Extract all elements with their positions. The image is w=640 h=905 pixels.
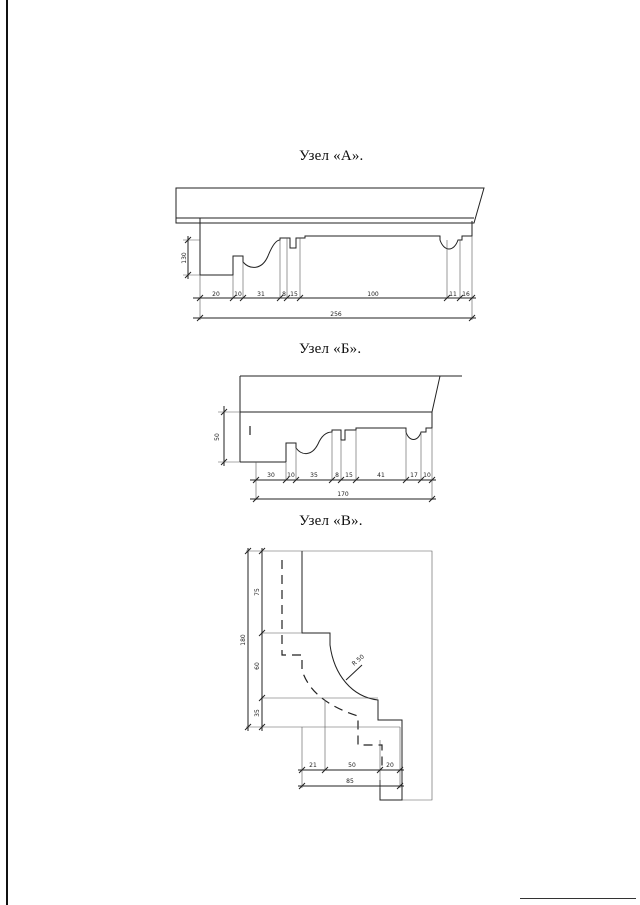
- node-a-slab: [175, 187, 485, 224]
- node-v-dim-1: 21: [309, 762, 317, 769]
- node-v-radius: R 50: [351, 653, 366, 667]
- node-v-block: [302, 550, 433, 801]
- node-b-dim-2: 10: [287, 472, 295, 479]
- node-v-height-low: 35: [254, 709, 261, 717]
- node-a-dim-6: 100: [367, 291, 379, 298]
- node-b-dim-7: 17: [410, 472, 418, 479]
- node-a-dim-2: 10: [234, 291, 242, 298]
- node-v-height-top: 75: [254, 588, 261, 596]
- node-a-dim-5: 15: [290, 291, 298, 298]
- node-b-drawing: 30 10 35 8 15 41 17 10 170 50: [214, 375, 462, 503]
- node-b-overall: 170: [337, 491, 349, 498]
- node-b-dim-4: 8: [335, 472, 339, 479]
- title-node-a: Узел «А».: [299, 148, 364, 164]
- node-v-dim-3: 20: [386, 762, 394, 769]
- page-bottom-rule: [520, 898, 636, 899]
- node-a-overall: 256: [330, 311, 342, 318]
- node-v-profile: [301, 551, 403, 801]
- node-a-dim-7: 11: [449, 291, 457, 298]
- node-b-dim-6: 41: [377, 472, 385, 479]
- node-a-dim-4: 8: [282, 291, 286, 298]
- node-v-radius-leader: [345, 664, 363, 681]
- node-a-height: 130: [181, 252, 188, 264]
- node-v-dim-2: 50: [348, 762, 356, 769]
- node-b-height: 50: [214, 433, 221, 441]
- node-v-height-mid: 60: [254, 662, 261, 670]
- node-a-drawing: 20 10 31 8 15 100 11 16 256 130: [175, 187, 485, 322]
- node-v-drawing: R 50 180 75 60 35 21 50 20 85: [240, 547, 433, 801]
- node-v-height-total: 180: [240, 634, 247, 646]
- node-b-dim-1: 30: [267, 472, 275, 479]
- node-a-dim-8: 16: [462, 291, 470, 298]
- node-b-profile: [285, 412, 433, 462]
- node-a-dim-3: 31: [257, 291, 265, 298]
- node-b-slab: [239, 375, 462, 413]
- node-v-dashed-profile: [281, 560, 383, 770]
- title-node-b: Узел «Б».: [299, 341, 362, 357]
- node-v-total: 85: [346, 778, 354, 785]
- node-b-dim-3: 35: [310, 472, 318, 479]
- node-a-dim-1: 20: [212, 291, 220, 298]
- node-b-dim-8: 10: [423, 472, 431, 479]
- page-left-edge: [6, 0, 8, 905]
- node-a-profile: [199, 218, 473, 276]
- title-node-v: Узел «В».: [299, 513, 363, 529]
- node-b-dim-5: 15: [345, 472, 353, 479]
